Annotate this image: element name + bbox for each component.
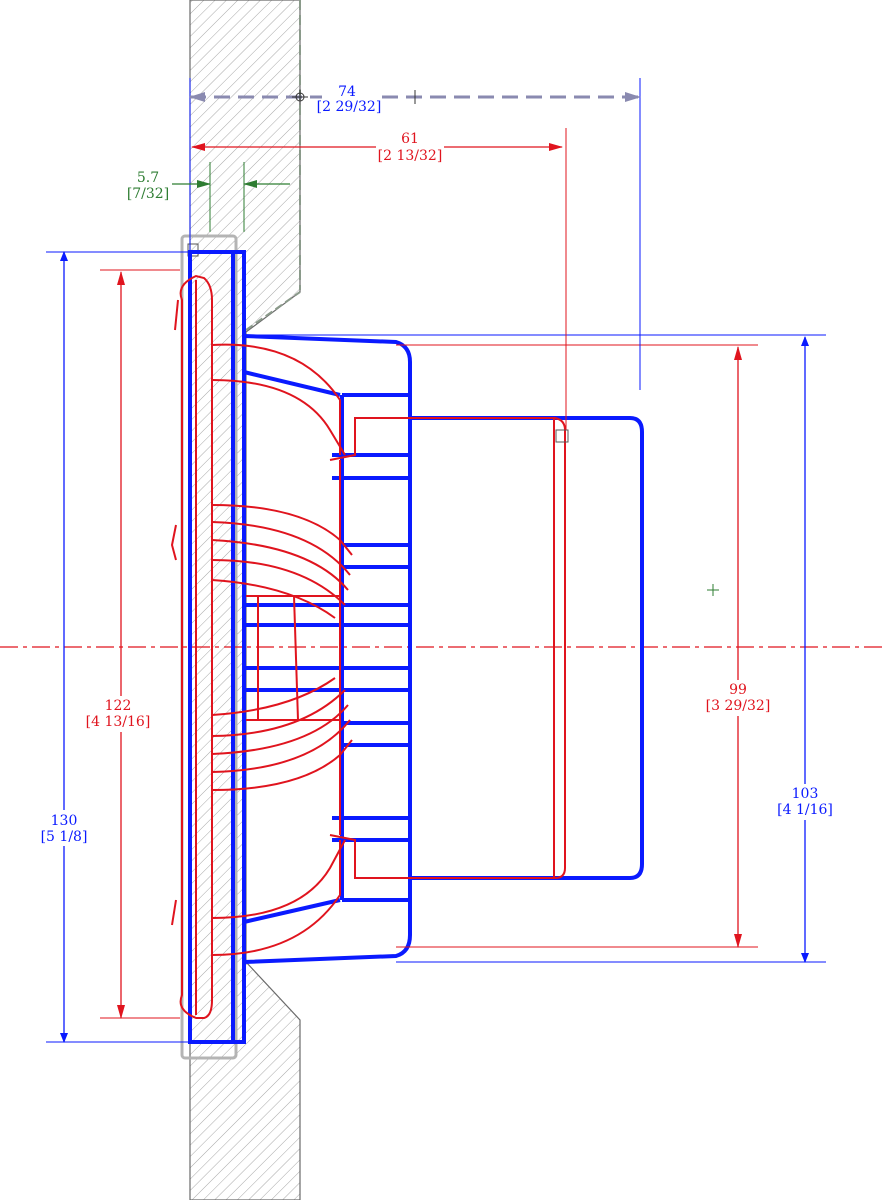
dim-imperial-flange-thickness: [7/32] bbox=[127, 186, 169, 202]
dim-value-blue-inner-height: 103 bbox=[792, 786, 819, 802]
dim-value-red-outer-height: 122 bbox=[105, 698, 132, 714]
plus-marker-icon bbox=[707, 584, 719, 596]
dim-imperial-red-outer-height: [4 13/16] bbox=[86, 714, 151, 730]
dim-imperial-blue-inner-height: [4 1/16] bbox=[777, 802, 833, 818]
dim-value-flange-thickness: 5.7 bbox=[137, 170, 159, 186]
dim-imperial-red-inner-height: [3 29/32] bbox=[706, 698, 771, 714]
crosshair-icon bbox=[292, 89, 416, 105]
dim-value-overall-depth: 74 bbox=[338, 84, 356, 100]
dim-imperial-overall-depth: [2 29/32] bbox=[317, 99, 382, 115]
dim-imperial-blue-outer-height: [5 1/8] bbox=[41, 829, 88, 845]
dim-value-blue-outer-height: 130 bbox=[51, 813, 78, 829]
dim-value-red-depth: 61 bbox=[401, 131, 419, 147]
dim-imperial-red-depth: [2 13/32] bbox=[378, 148, 443, 164]
extension-lines bbox=[46, 78, 826, 1043]
dim-value-red-inner-height: 99 bbox=[729, 682, 747, 698]
speaker-body-blue bbox=[188, 250, 644, 1044]
